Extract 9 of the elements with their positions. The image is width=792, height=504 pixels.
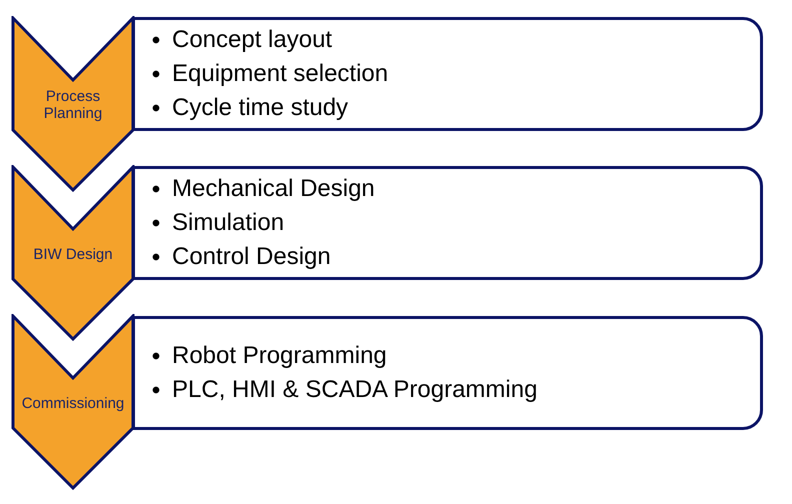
step-label: BIW Design [33, 246, 113, 262]
bullet-list-panel [132, 166, 763, 280]
chevron-step [11, 16, 135, 192]
chevron-step [11, 165, 135, 341]
bullet-list-panel [132, 316, 763, 430]
chevron-step [11, 314, 135, 490]
bullet-list-panel [132, 17, 763, 131]
step-label: Process Planning [42, 88, 104, 122]
step-label: Commissioning [22, 394, 124, 412]
